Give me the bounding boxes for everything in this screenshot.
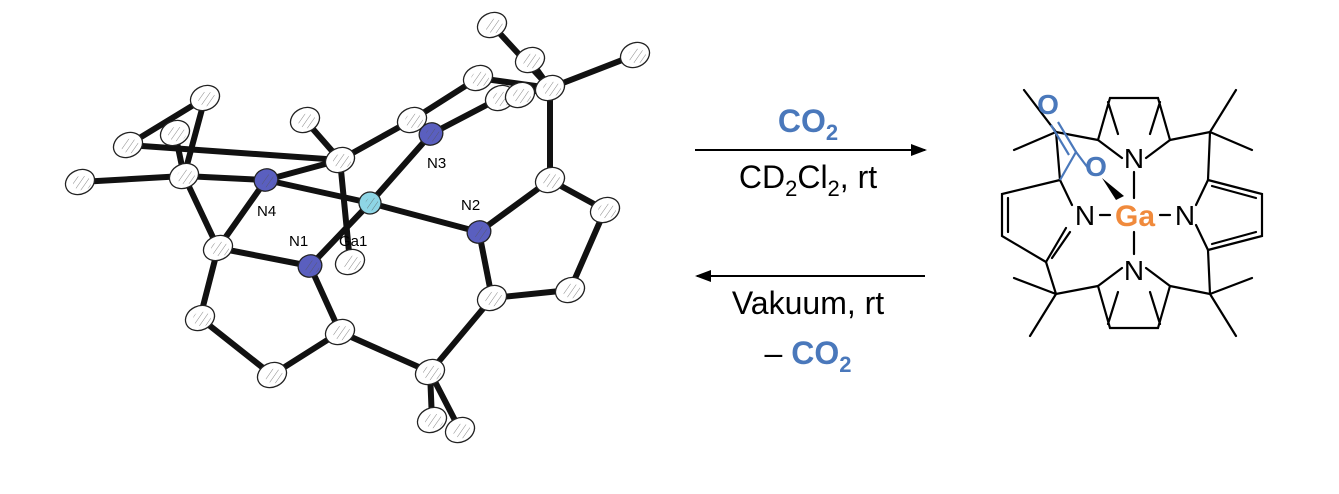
skeletal-structure — [1000, 88, 1264, 338]
atom-ga — [358, 191, 382, 215]
label-n1: N1 — [289, 233, 308, 250]
bond-c14-c1 — [181, 173, 221, 251]
bond-c14-c17 — [77, 173, 187, 185]
oxygen-bound: O — [1085, 151, 1107, 182]
bond-c6-c7 — [567, 207, 608, 293]
label-n4: N4 — [257, 203, 276, 220]
bond-n2-ga — [367, 200, 482, 235]
label-n3: N3 — [427, 155, 446, 172]
pyrrole-bottom-n-bonds — [1096, 266, 1172, 288]
pyrrole-top — [1096, 96, 1172, 142]
atom-c26 — [619, 41, 651, 69]
ortep-atoms — [64, 11, 651, 444]
bond-n1-c1 — [215, 245, 313, 269]
meso-bottom-right — [1168, 248, 1254, 338]
bond-c2-c3 — [197, 315, 275, 378]
co2-bonds — [1059, 150, 1089, 181]
bond-c4-c21 — [337, 329, 433, 375]
atom-c16 — [112, 131, 144, 159]
co2-unit: O O — [1037, 89, 1124, 200]
atom-c11 — [462, 64, 494, 92]
atom-c15 — [189, 84, 221, 112]
atom-c2 — [184, 304, 216, 332]
atom-c25 — [514, 46, 546, 74]
bond-c5-c21 — [427, 295, 495, 375]
ga-n-bonds — [1098, 170, 1172, 256]
pyrrole-left-n-bonds — [1044, 178, 1074, 264]
forward-reagent: CO2 — [778, 103, 838, 145]
atom-c13 — [324, 146, 356, 174]
atom-c9 — [534, 74, 566, 102]
atom-c24 — [476, 11, 508, 39]
atom-n4 — [253, 168, 279, 192]
reverse-arrow-group: Vakuum, rt – CO2 — [695, 270, 925, 377]
nitrogen-left: N — [1075, 200, 1095, 231]
reverse-product: – CO2 — [765, 335, 852, 377]
atom-c18 — [159, 119, 191, 147]
atom-c4 — [324, 318, 356, 346]
atom-c3 — [256, 361, 288, 389]
atom-c12 — [396, 106, 428, 134]
atom-c20 — [334, 248, 366, 276]
pyrrole-bottom — [1096, 284, 1172, 330]
bond-n1-ga — [307, 200, 373, 269]
gallium-center: Ga — [1115, 200, 1155, 233]
atom-c7 — [589, 196, 621, 224]
atom-c21 — [414, 358, 446, 386]
bond-c16-c13 — [125, 142, 343, 163]
atom-c6 — [554, 276, 586, 304]
nitrogen-right: N — [1175, 200, 1195, 231]
ortep-crystal-structure: N4 N1 Ga1 N2 N3 — [64, 11, 651, 444]
label-n2: N2 — [461, 197, 480, 214]
atom-c8 — [534, 166, 566, 194]
o-ga-dative-arrow — [1102, 178, 1124, 200]
atom-c19 — [289, 106, 321, 134]
nitrogen-top: N — [1124, 143, 1144, 174]
atom-c1 — [202, 234, 234, 262]
meso-bottom-left — [1012, 260, 1100, 338]
atom-c22 — [416, 406, 448, 434]
atom-c5 — [476, 284, 508, 312]
pyrrole-left — [1000, 178, 1062, 264]
atom-n2 — [466, 220, 492, 244]
atom-n3 — [418, 122, 444, 146]
atom-c14 — [168, 162, 200, 190]
pyrrole-top-n-bonds — [1096, 138, 1172, 160]
oxygen-carbonyl: O — [1037, 89, 1059, 120]
reverse-conditions: Vakuum, rt — [732, 285, 884, 321]
carbonyl-double-bond — [1050, 121, 1077, 156]
meso-top-right — [1168, 88, 1254, 182]
bond-n4-ga — [263, 177, 373, 206]
atom-c23 — [444, 416, 476, 444]
label-ga1: Ga1 — [339, 233, 367, 250]
bond-n3-ga — [367, 131, 434, 206]
nitrogen-bottom: N — [1124, 255, 1144, 286]
atom-c27 — [504, 81, 536, 109]
bond-c13-c20 — [337, 157, 353, 265]
pyrrole-right-n-bonds — [1194, 178, 1210, 252]
forward-conditions: CD2Cl2, rt — [739, 159, 877, 201]
atom-c17 — [64, 168, 96, 196]
atom-n1 — [297, 254, 323, 278]
pyrrole-right — [1206, 178, 1264, 252]
forward-arrow-group: CO2 CD2Cl2, rt — [695, 103, 927, 201]
